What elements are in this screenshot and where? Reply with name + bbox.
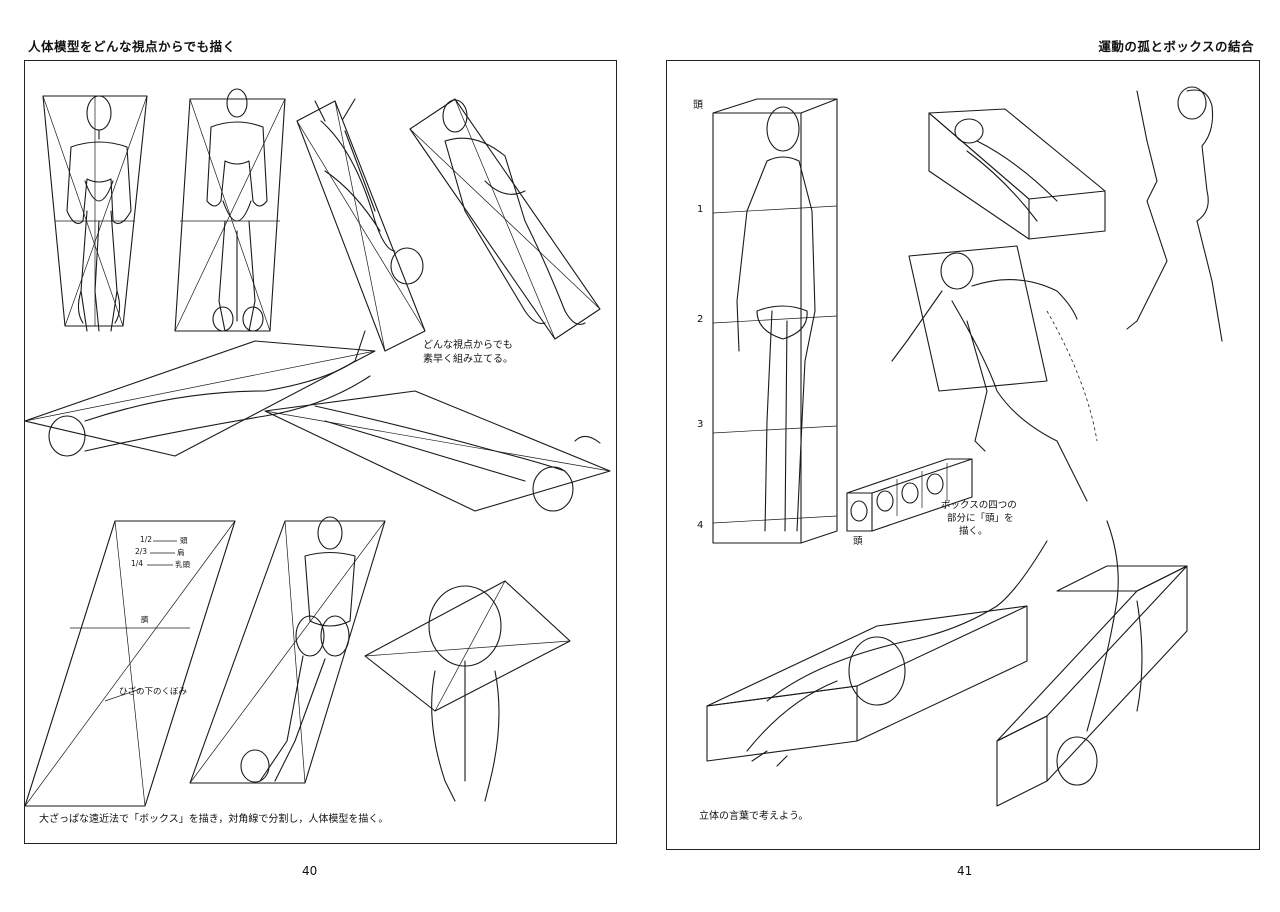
figure-mannequin [189, 516, 386, 784]
left-bottom-caption: 大ざっぱな遠近法で「ボックス」を描き，対角線で分割し，人体模型を描く。 [39, 814, 389, 825]
scale-label-head: 頭 [693, 100, 703, 111]
figure-bent-over [364, 580, 571, 802]
figure-back-right [1126, 86, 1223, 342]
right-page-header: 運動の孤とボックスの結合 [1098, 39, 1254, 54]
left-page-illustrations [25, 88, 611, 807]
figure-front-standing [42, 95, 148, 332]
label-quarter: 1/4 [131, 559, 144, 568]
note-any-viewpoint-line1: どんな視点からでも [423, 340, 513, 351]
left-page-number: 40 [302, 864, 318, 878]
figure-crawling-box [928, 108, 1106, 240]
figure-back-standing [174, 88, 286, 332]
left-page-header: 人体模型をどんな視点からでも描く [28, 39, 236, 54]
right-bottom-caption: 立体の言葉で考えよう。 [699, 811, 809, 822]
figure-lying-diagonal [996, 520, 1188, 807]
label-half: 1/2 [140, 535, 153, 544]
left-page-frame: どんな視点からでも 素早く組み立てる。 1/2 頭 2/3 肩 1/4 乳頭 臍… [24, 60, 617, 844]
scale-label-4: 4 [697, 520, 704, 531]
scale-label-2: 2 [697, 314, 704, 325]
label-two-thirds: 2/3 [135, 547, 148, 556]
figure-leaping [891, 245, 1098, 502]
note-box-parts-line3: 描く。 [959, 526, 988, 537]
label-knee: ひざの下のくぼみ [119, 687, 188, 697]
scale-label-1: 1 [697, 204, 704, 215]
label-navel: 臍 [141, 615, 149, 624]
small-box-diagram [846, 458, 973, 532]
label-head-small: 頭 [853, 536, 863, 547]
note-box-parts-line1: ボックスの四つの [941, 500, 1017, 511]
scale-label-3: 3 [697, 419, 704, 430]
proportion-diagram [25, 520, 236, 807]
figure-lying-box [706, 540, 1048, 767]
note-box-parts-line2: 部分に「頭」を [947, 513, 1014, 524]
note-any-viewpoint-line2: 素早く組み立てる。 [423, 354, 513, 365]
figure-diagonal [409, 98, 601, 340]
label-shoulder: 肩 [177, 548, 185, 557]
right-page-illustrations [706, 86, 1223, 807]
right-page-frame: 頭 1 2 3 4 ボックスの四つの 部分に「頭」を 描く。 頭 立体の言葉で考… [666, 60, 1260, 850]
label-head: 頭 [180, 536, 188, 545]
figure-lying-pair [25, 330, 611, 512]
figure-standing-in-box [712, 98, 838, 544]
figure-tilted-top-view [296, 98, 426, 352]
right-page-number: 41 [957, 864, 973, 878]
label-nipple: 乳頭 [175, 560, 190, 569]
